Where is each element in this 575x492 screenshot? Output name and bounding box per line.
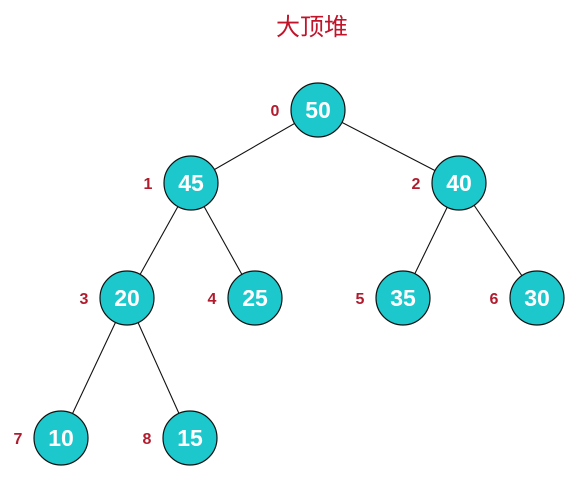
node-circle [431,155,487,211]
node-circle [162,410,218,466]
node-value: 30 [524,285,550,311]
node-circle [375,270,431,326]
node-circle [99,270,155,326]
node-index-label: 1 [144,176,153,193]
node-index-label: 6 [490,291,499,308]
heap-node: 45 1 [144,155,219,211]
heap-node: 15 8 [143,410,218,466]
node-circle [163,155,219,211]
node-value: 20 [114,285,140,311]
node-circle [290,82,346,138]
nodes-layer: 50 0 45 1 40 2 20 3 25 4 35 5 30 6 10 7 15 8 [14,82,565,466]
node-value: 10 [48,425,74,451]
node-value: 50 [305,97,331,123]
node-index-label: 0 [271,103,280,120]
diagram-title: 大顶堆 [276,13,348,41]
node-value: 15 [177,425,203,451]
node-index-label: 4 [208,291,217,308]
node-index-label: 3 [80,291,89,308]
heap-node: 30 6 [490,270,565,326]
node-value: 35 [390,285,416,311]
heap-node: 50 0 [271,82,346,138]
node-index-label: 8 [143,431,152,448]
node-index-label: 5 [356,291,365,308]
node-circle [509,270,565,326]
heap-node: 25 4 [208,270,283,326]
node-index-label: 2 [412,176,421,193]
node-value: 40 [446,170,472,196]
heap-node: 10 7 [14,410,89,466]
node-index-label: 7 [14,431,23,448]
heap-node: 40 2 [412,155,487,211]
node-value: 25 [242,285,268,311]
node-value: 45 [178,170,204,196]
heap-node: 20 3 [80,270,155,326]
heap-node: 35 5 [356,270,431,326]
node-circle [227,270,283,326]
node-circle [33,410,89,466]
